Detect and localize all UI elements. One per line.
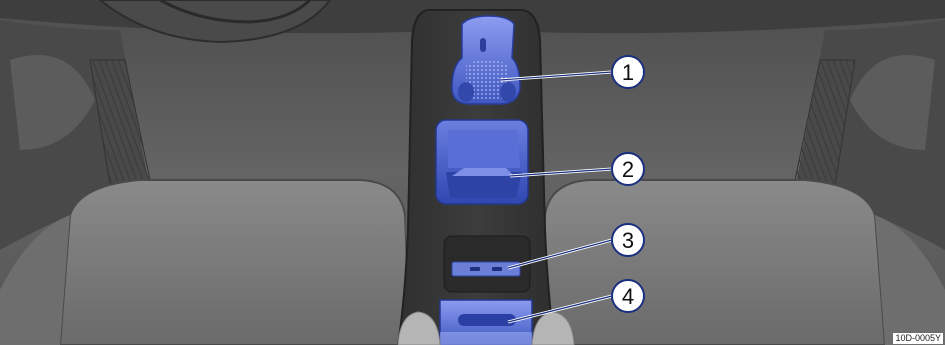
figure-reference-code: 10D-0005Y <box>893 333 943 344</box>
callout-4: 4 <box>612 280 644 312</box>
callout-1: 1 <box>612 56 644 88</box>
callout-1-number: 1 <box>622 60 634 85</box>
right-seat <box>540 180 885 345</box>
cup-holder <box>452 16 520 104</box>
left-seat <box>60 180 410 345</box>
callout-3: 3 <box>612 224 644 256</box>
callout-2-number: 2 <box>622 157 634 182</box>
storage-tray <box>436 120 528 204</box>
callout-2: 2 <box>612 153 644 185</box>
armrest-storage <box>440 300 532 345</box>
callout-4-number: 4 <box>622 284 634 309</box>
callout-3-number: 3 <box>622 228 634 253</box>
